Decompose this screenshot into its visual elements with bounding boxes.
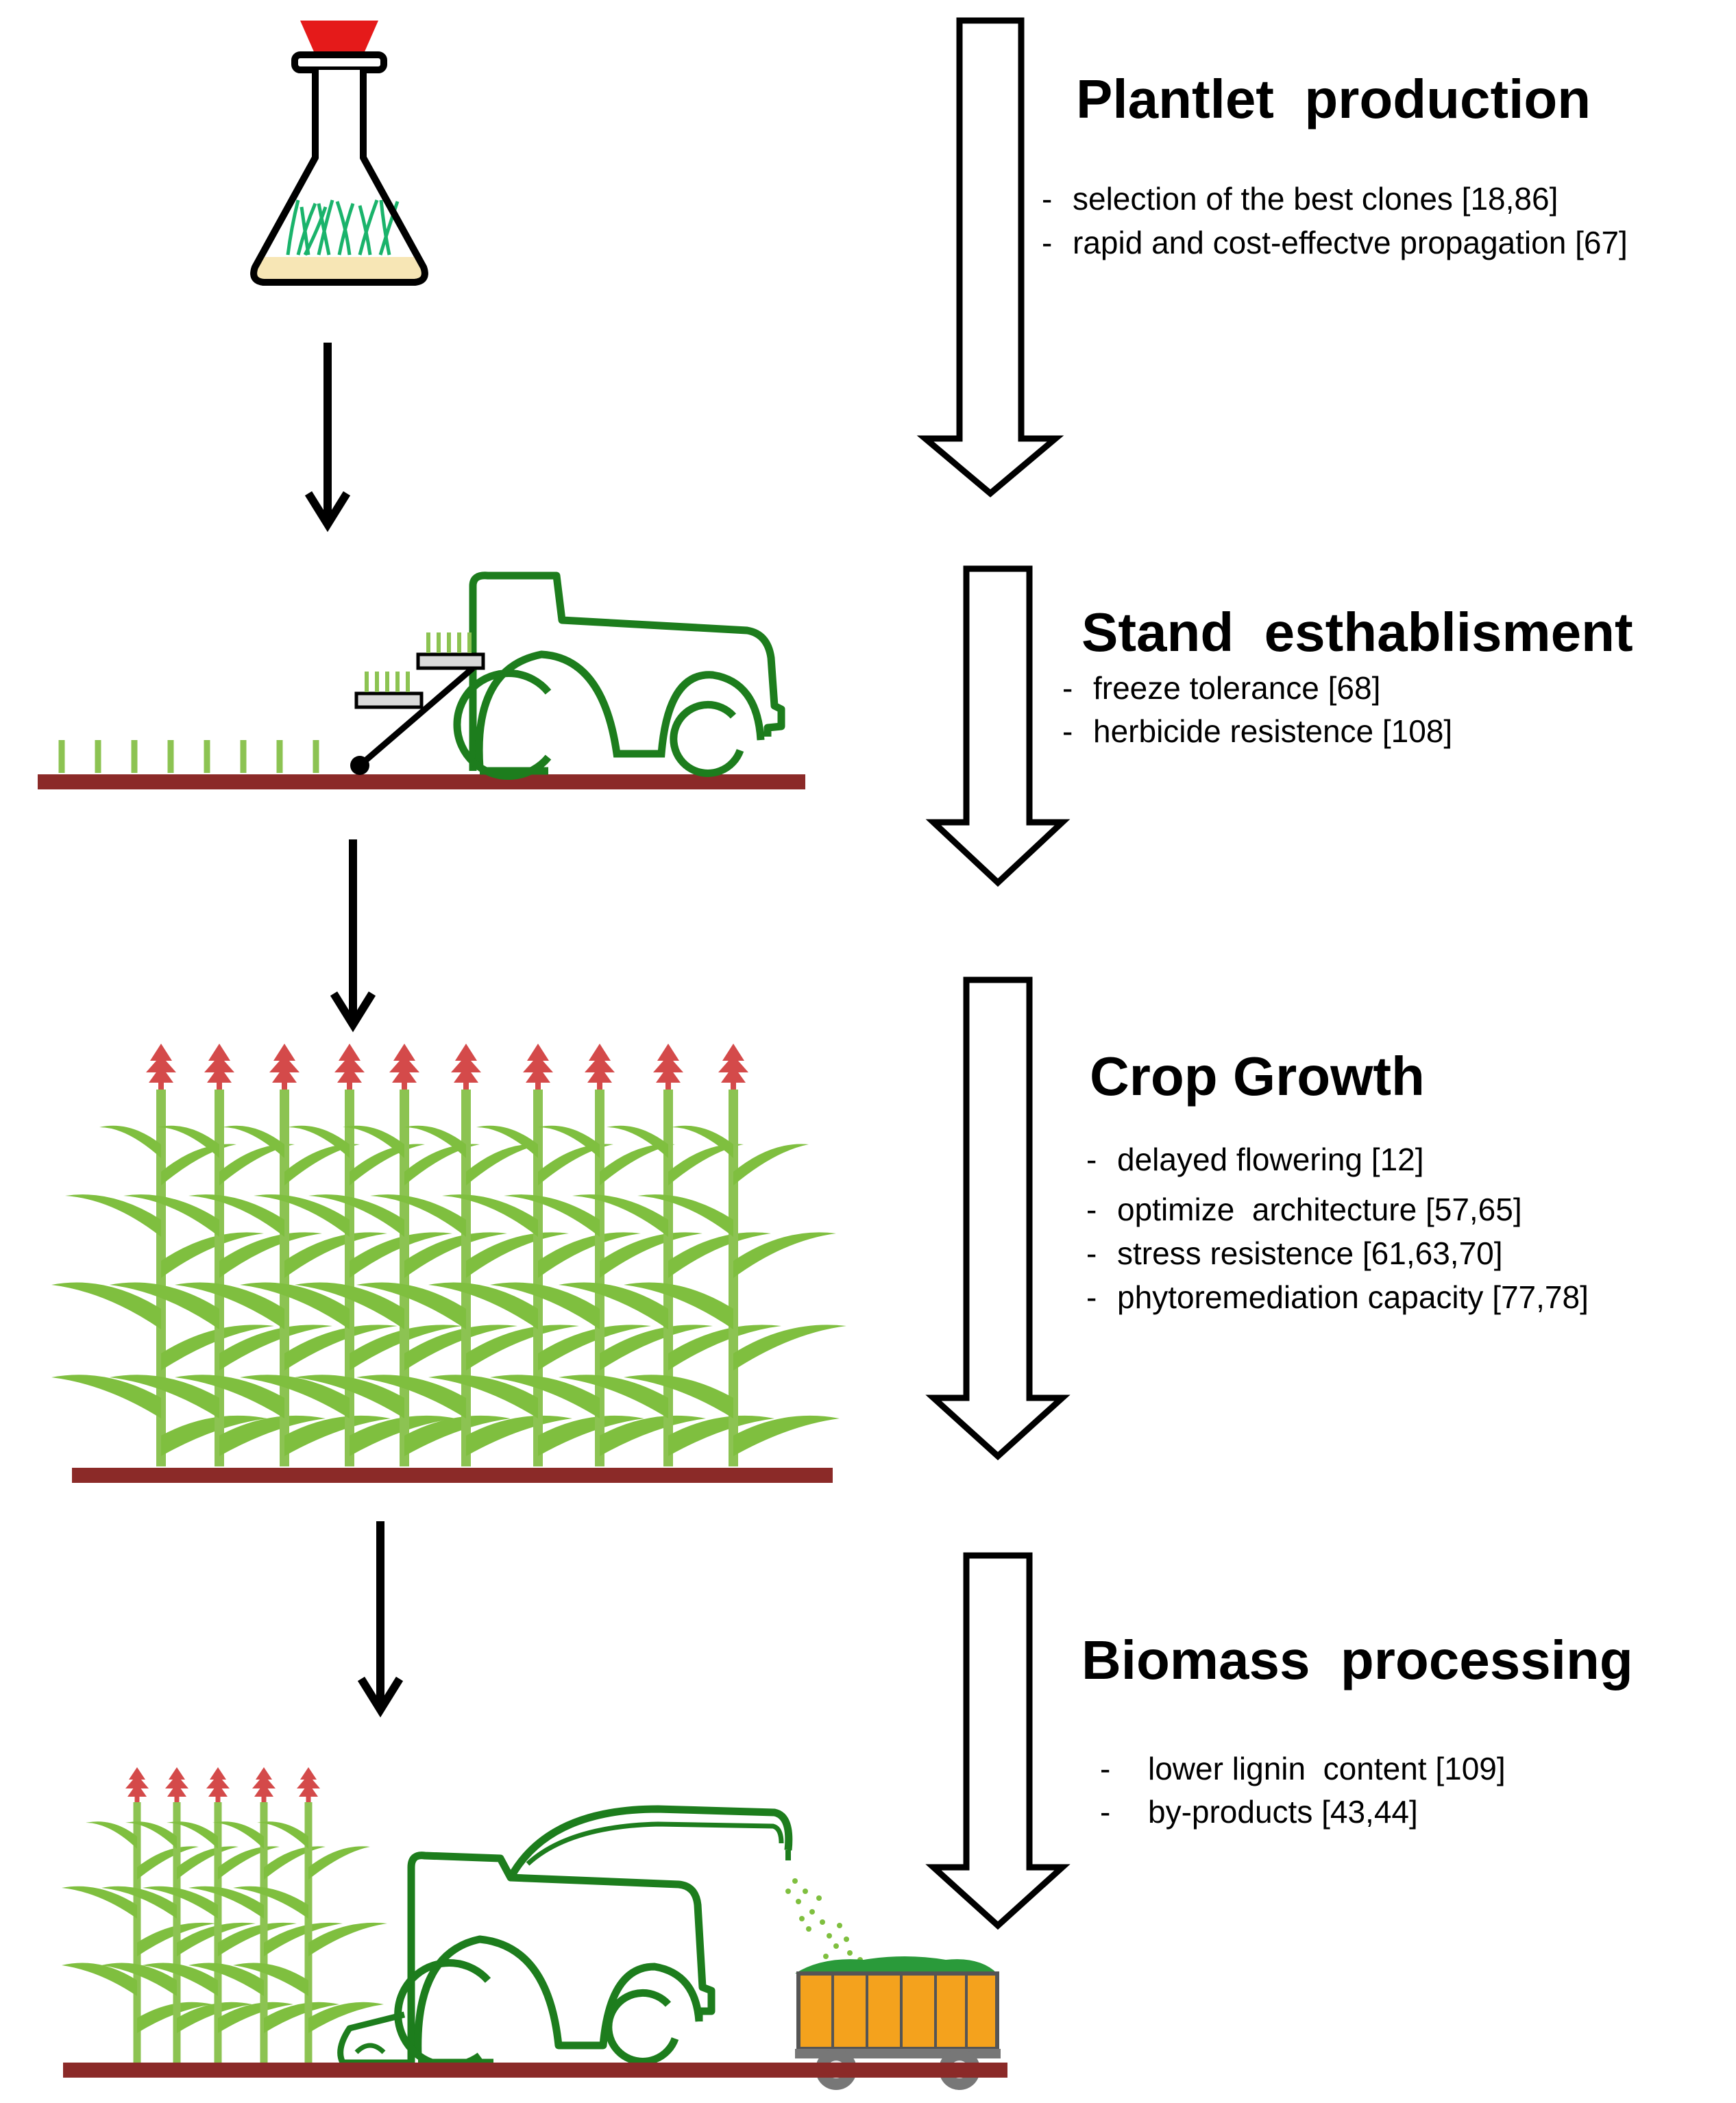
tractor-icon [453,571,785,780]
stage-item: lower lignin content [109] [1148,1751,1506,1786]
stage-title: Plantlet production [1076,69,1591,130]
stage-arrow [925,976,1071,1461]
stage-item: stress resistence [61,63,70] [1117,1235,1503,1271]
harvester-icon [337,1805,793,2069]
bullet-dash: - [1062,713,1073,749]
stage-crop-growth: Crop Growth - delayed flowering [12] - o… [1086,1046,1589,1315]
bullet-dash: - [1086,1192,1097,1227]
stage-stand-establishment: Stand esthablisment - freeze tolerance [… [1062,602,1633,749]
soil-strip [72,1468,833,1483]
soil-strip [38,774,805,789]
stage-item: selection of the best clones [18,86] [1073,181,1558,217]
stage-item: phytoremediation capacity [77,78] [1117,1279,1589,1315]
stage-arrow [916,17,1064,497]
bullet-dash: - [1086,1235,1097,1271]
harvest-scene [62,1767,1007,2090]
bullet-dash: - [1062,670,1073,706]
planting-scene [38,571,805,789]
stage-title: Stand esthablisment [1081,602,1633,663]
stage-title: Crop Growth [1090,1046,1425,1107]
flask-icon [250,21,428,286]
stage-biomass-processing: Biomass processing - lower lignin conten… [1081,1629,1633,1830]
stage-item: delayed flowering [12] [1117,1142,1424,1177]
stage-item: optimize architecture [57,65] [1117,1192,1522,1227]
stage-item: freeze tolerance [68] [1093,670,1380,706]
flow-arrow [357,1521,404,1718]
stage-arrow [925,565,1071,887]
chopped-biomass-spray [785,1878,863,1973]
flow-arrow [330,839,376,1033]
stage-arrow [925,1552,1071,1930]
flow-arrow [304,343,351,532]
bullet-dash: - [1042,181,1052,217]
crop-field [51,1044,846,1483]
bullet-dash: - [1100,1794,1110,1830]
bullet-dash: - [1086,1142,1097,1177]
stage-item: herbicide resistence [108] [1093,713,1452,749]
bullet-dash: - [1100,1751,1110,1786]
planter-arm [350,632,485,775]
bullet-dash: - [1042,225,1052,260]
stage-plantlet-production: Plantlet production - selection of the b… [1042,69,1628,260]
soil-strip [63,2063,1007,2078]
stage-title: Biomass processing [1081,1629,1633,1690]
bullet-dash: - [1086,1279,1097,1315]
stage-item: rapid and cost-effectve propagation [67] [1073,225,1628,260]
stage-item: by-products [43,44] [1148,1794,1418,1830]
